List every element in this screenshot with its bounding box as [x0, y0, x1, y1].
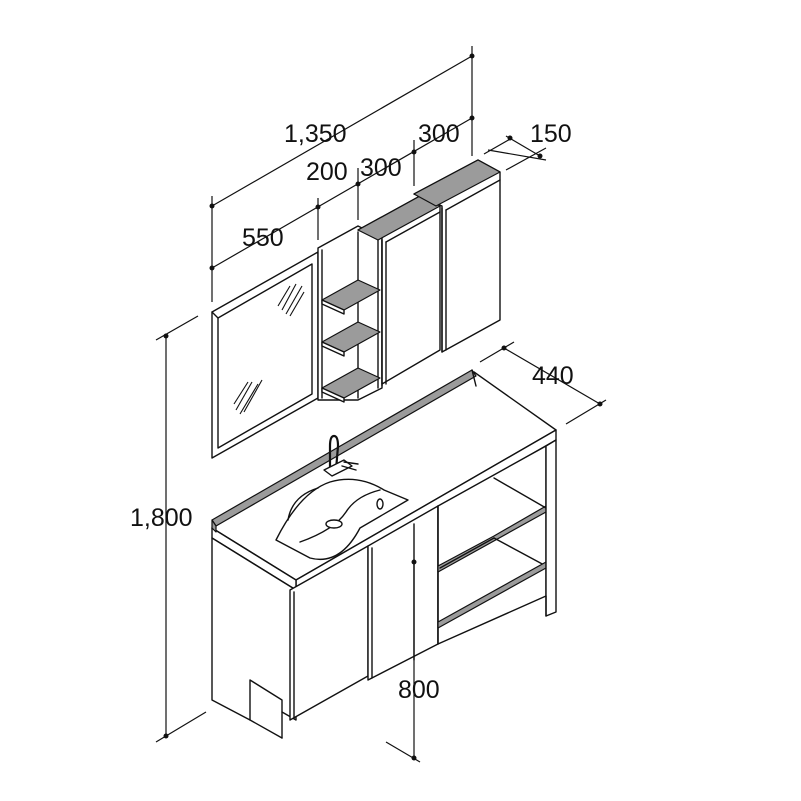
cabinet-a: [357, 195, 441, 387]
sink-basin: [275, 478, 409, 560]
faucet-icon: [323, 434, 359, 477]
label-counter-depth: 440: [532, 362, 574, 390]
mirror-reflection-hatch: [233, 283, 305, 415]
overflow-hole-icon: [376, 498, 384, 510]
label-cabinet-depth: 150: [530, 120, 572, 148]
dimension-lines: [155, 46, 607, 763]
label-cabinet-a-width: 300: [360, 154, 402, 182]
label-cabinet-b-width: 300: [418, 120, 460, 148]
mirror: [211, 251, 319, 459]
label-shelf-width: 200: [306, 158, 348, 186]
open-shelf-unit: [317, 225, 383, 403]
cabinet-b: [413, 159, 501, 353]
base-cabinet: [211, 439, 557, 739]
upper-unit: [211, 159, 501, 459]
label-counter-height: 800: [398, 676, 440, 704]
drain-icon: [325, 519, 343, 529]
label-mirror-width: 550: [242, 224, 284, 252]
lower-vanity: [211, 369, 557, 739]
label-total-width: 1,350: [284, 120, 347, 148]
label-total-height: 1,800: [130, 504, 193, 532]
dimension-labels: 1,350 300 150 200 300 550 440 1,800 800: [130, 120, 574, 704]
